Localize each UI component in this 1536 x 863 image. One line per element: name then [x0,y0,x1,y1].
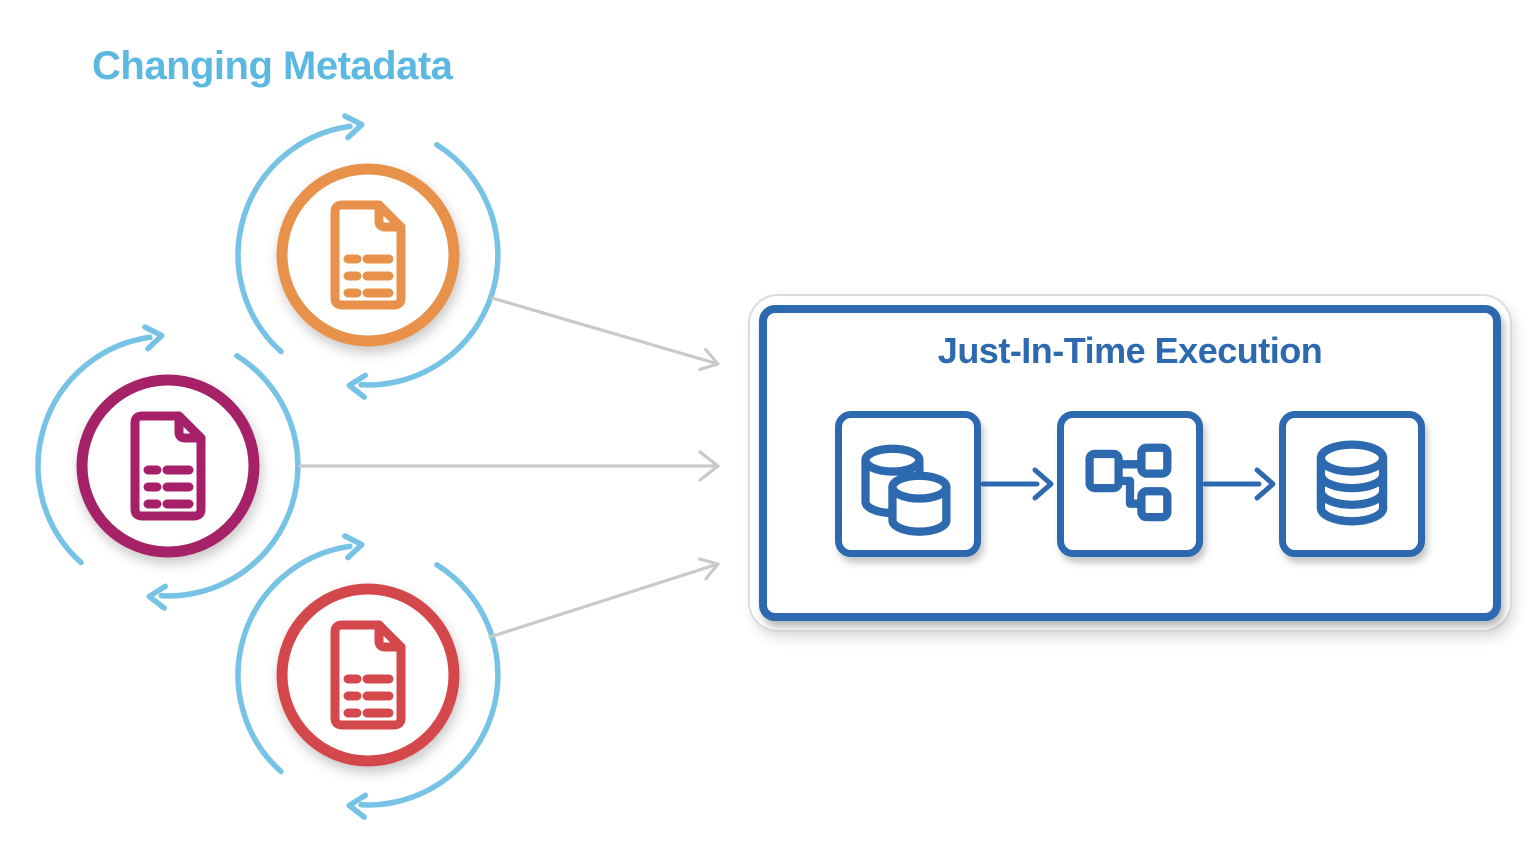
metadata-cycle-red [235,533,501,820]
connector-arrows [298,296,720,639]
document-icon [330,620,406,730]
cycle-arc-right [158,353,301,599]
metadata-cycle-orange [235,113,501,400]
metadata-cycle-magenta [35,324,301,611]
document-text-lines [343,254,394,298]
step-arrow-1 [981,467,1054,501]
flowchart-icon [1085,443,1172,522]
cycle-arc-left [235,543,353,775]
flow-arrow-middle [298,450,720,482]
cycle-arc-left [235,123,353,355]
cycle-arrows [235,113,501,400]
cycle-arrowhead-top [142,324,165,352]
document-text-lines [143,465,194,509]
cycle-arrowhead-bottom [346,792,369,820]
step-database [1279,411,1425,557]
cycle-arc-right [358,562,501,808]
dual-database-icon [861,444,951,536]
cycle-arrows [35,324,301,611]
document-icon [330,200,406,310]
flow-arrow-bottom [488,557,720,639]
step-source-data [835,411,981,557]
cycle-arrowhead-bottom [146,583,169,611]
jit-execution-box: Just-In-Time Execution [759,305,1501,621]
cycle-arrowhead-top [342,533,365,561]
cycle-arc-right [358,142,501,388]
jit-pipeline-row [767,411,1493,557]
step-arrow-2 [1203,467,1276,501]
database-stack-icon [1316,440,1388,526]
cycle-arc-left [35,334,153,566]
cycle-arrowhead-bottom [346,372,369,400]
jit-execution-outer-box: Just-In-Time Execution [748,294,1512,632]
changing-metadata-title: Changing Metadata [92,44,453,88]
cycle-arrowhead-top [342,113,365,141]
jit-execution-title: Just-In-Time Execution [937,330,1323,371]
cycle-arrows [235,533,501,820]
step-transform [1057,411,1203,557]
document-icon [130,411,206,521]
flow-arrow-top [490,296,720,372]
document-text-lines [343,674,394,718]
